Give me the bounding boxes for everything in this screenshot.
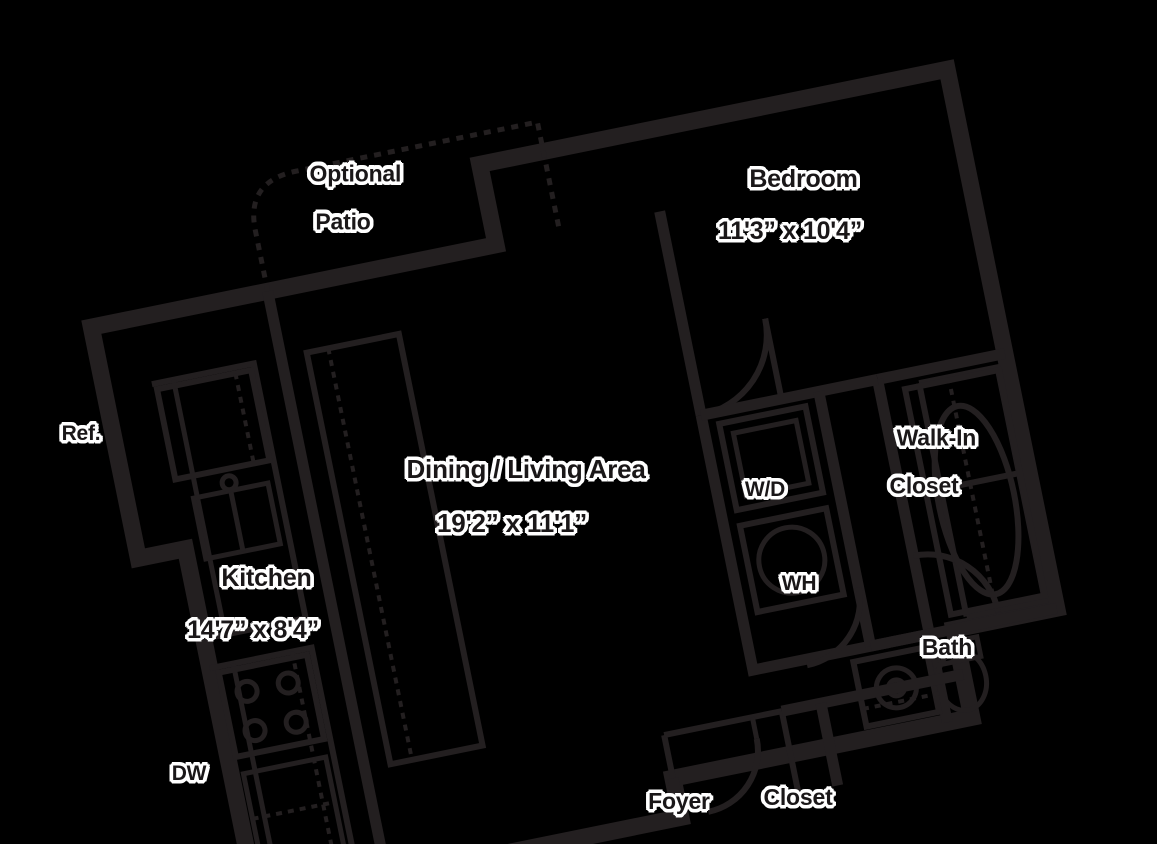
kitchen-walls: [151, 290, 393, 844]
toilet-fixture: [928, 633, 990, 713]
entry-door-swing: [707, 738, 761, 815]
entry-closet: [780, 668, 965, 787]
laundry-alcove: [695, 374, 931, 677]
closet-door-swing: [912, 551, 1002, 613]
optional-patio-outline: [251, 119, 563, 292]
range-fixture: [215, 651, 328, 761]
bathtub-fixture: [901, 366, 1049, 619]
bath-door-swing: [806, 586, 863, 669]
water-heater-fixture: [736, 504, 848, 616]
kitchen-island: [303, 330, 487, 768]
washer-dryer-fixture: [715, 402, 827, 514]
refrigerator-fixture: [153, 366, 273, 483]
living-area-walls: [667, 777, 687, 819]
